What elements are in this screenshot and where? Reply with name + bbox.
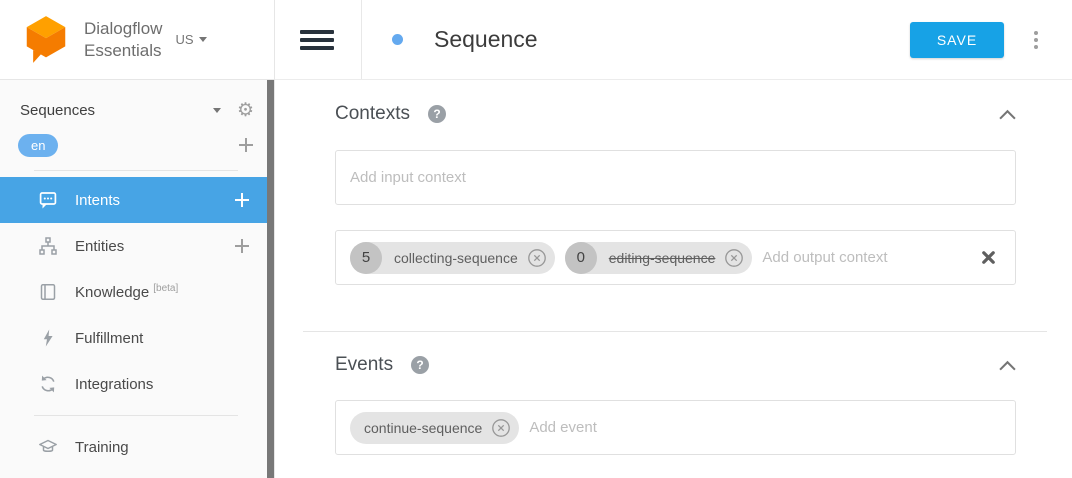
hierarchy-icon: [39, 237, 57, 255]
gear-icon[interactable]: ⚙: [236, 100, 254, 121]
input-context-field[interactable]: [335, 150, 1016, 205]
add-event-input[interactable]: [529, 419, 1001, 436]
sidebar-item-integrations[interactable]: Integrations: [0, 361, 274, 407]
context-chip-label: editing-sequence: [608, 249, 716, 266]
dialogflow-logo-icon: [26, 15, 66, 63]
event-chip-label: continue-sequence: [364, 419, 483, 436]
events-field[interactable]: continue-sequence: [335, 400, 1016, 455]
sidebar-item-label: Fulfillment: [75, 329, 144, 347]
chat-bubble-icon: [39, 192, 57, 209]
sidebar-item-fulfillment[interactable]: Fulfillment: [0, 315, 274, 361]
add-output-context-input[interactable]: [762, 249, 968, 266]
sidebar-nav: Intents Entities Knowledge[beta]: [0, 177, 274, 470]
add-entity-icon[interactable]: [234, 238, 250, 254]
sidebar-item-knowledge[interactable]: Knowledge[beta]: [0, 269, 274, 315]
contexts-heading: Contexts: [335, 103, 410, 124]
chevron-up-icon: [999, 360, 1016, 370]
divider: [303, 331, 1047, 332]
intent-status-dot: [392, 34, 403, 45]
output-context-chip[interactable]: 0 editing-sequence: [564, 241, 753, 274]
clear-contexts-icon[interactable]: [980, 249, 997, 266]
sidebar-item-label: Entities: [75, 237, 125, 255]
help-icon[interactable]: ?: [411, 356, 430, 374]
contexts-section-header: Contexts ?: [335, 103, 1018, 125]
collapse-contexts-button[interactable]: [997, 108, 1018, 121]
hamburger-menu-icon[interactable]: [300, 29, 334, 50]
language-row: en: [0, 124, 274, 158]
beta-badge: [beta]: [153, 283, 179, 294]
agent-selector[interactable]: Sequences ⚙: [0, 80, 274, 124]
events-heading: Events: [335, 354, 394, 375]
chevron-up-icon: [999, 109, 1016, 119]
intent-editor: Contexts ? 5 collecting-sequence: [275, 80, 1072, 478]
context-lifespan-badge[interactable]: 5: [350, 241, 382, 274]
sidebar: Dialogflow Essentials US Sequences ⚙ en: [0, 0, 275, 478]
context-chip-label: collecting-sequence: [394, 249, 518, 266]
add-intent-icon[interactable]: [234, 192, 250, 208]
remove-context-icon[interactable]: [527, 248, 547, 268]
more-options-icon[interactable]: [1030, 27, 1042, 53]
event-chip[interactable]: continue-sequence: [350, 411, 520, 444]
language-badge[interactable]: en: [18, 133, 59, 157]
save-button[interactable]: SAVE: [910, 21, 1004, 58]
output-context-field[interactable]: 5 collecting-sequence 0 editing-sequence: [335, 230, 1016, 285]
book-icon: [40, 284, 56, 300]
add-input-context-input[interactable]: [350, 169, 1001, 186]
page-title: Sequence: [434, 26, 538, 52]
sync-icon: [41, 375, 55, 393]
remove-context-icon[interactable]: [724, 248, 744, 268]
divider: [361, 0, 362, 79]
chevron-down-icon[interactable]: [212, 108, 221, 113]
main-header: Sequence SAVE: [275, 0, 1072, 80]
divider: [34, 170, 238, 171]
sidebar-item-label: Intents: [75, 191, 121, 209]
bolt-icon: [43, 329, 53, 347]
region-selector[interactable]: US: [175, 32, 207, 47]
sidebar-item-label: Training: [75, 438, 129, 456]
context-lifespan-badge[interactable]: 0: [564, 241, 597, 274]
brand-name: Dialogflow Essentials: [84, 18, 163, 60]
remove-event-icon[interactable]: [491, 418, 511, 438]
help-icon[interactable]: ?: [427, 105, 446, 123]
add-language-icon[interactable]: [238, 137, 254, 153]
main-area: Sequence SAVE Contexts ?: [275, 0, 1072, 478]
divider: [34, 415, 238, 416]
agent-name: Sequences: [20, 102, 96, 119]
sidebar-scrollbar[interactable]: [267, 80, 274, 478]
chevron-down-icon: [198, 37, 207, 42]
graduation-cap-icon: [39, 439, 57, 452]
sidebar-item-label: Integrations: [75, 375, 154, 393]
sidebar-item-label: Knowledge[beta]: [75, 283, 179, 301]
sidebar-item-intents[interactable]: Intents: [0, 177, 274, 223]
sidebar-item-entities[interactable]: Entities: [0, 223, 274, 269]
sidebar-item-training[interactable]: Training: [0, 424, 274, 470]
collapse-events-button[interactable]: [997, 359, 1018, 372]
brand-bar: Dialogflow Essentials US: [0, 0, 274, 80]
output-context-chip[interactable]: 5 collecting-sequence: [350, 241, 555, 274]
events-section-header: Events ?: [335, 354, 1018, 376]
region-label: US: [175, 32, 194, 47]
